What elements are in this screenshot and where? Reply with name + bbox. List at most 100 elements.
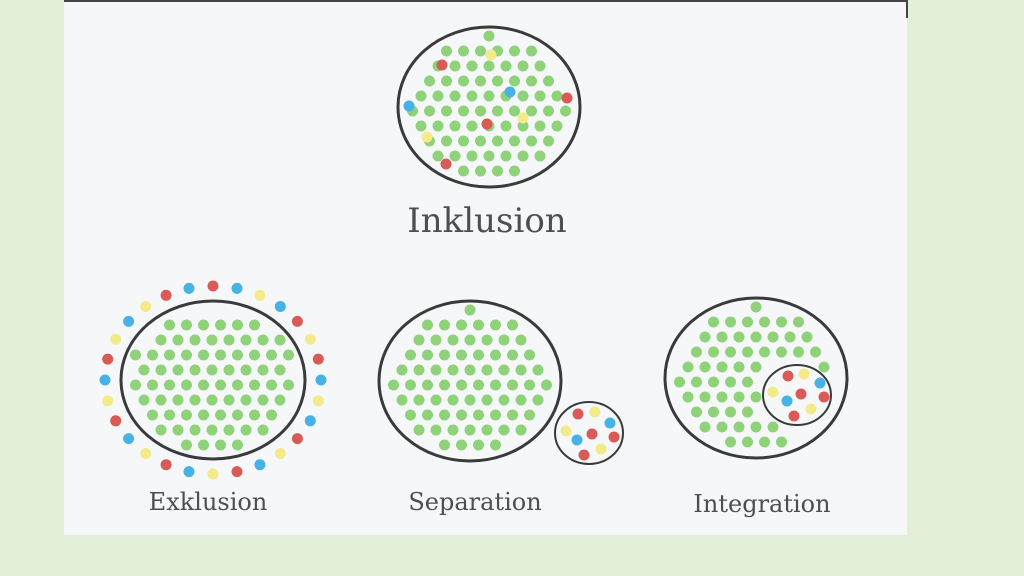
- majority-dot: [551, 120, 563, 132]
- blue-dot: [183, 282, 195, 294]
- separation-small-circle: [554, 401, 624, 465]
- majority-dot: [458, 165, 469, 177]
- majority-dot: [181, 379, 192, 391]
- red-dot: [291, 433, 303, 445]
- majority-dot: [767, 331, 779, 343]
- majority-dot: [708, 346, 719, 358]
- majority-dot: [532, 394, 544, 406]
- majority-dot: [466, 120, 478, 132]
- majority-dot: [466, 60, 478, 72]
- majority-dot: [490, 379, 501, 391]
- majority-dot: [430, 364, 442, 376]
- majority-dot: [543, 105, 554, 117]
- majority-dot: [155, 424, 167, 436]
- majority-dot: [458, 135, 469, 147]
- exclusion-diagram: Exklusion: [99, 280, 327, 516]
- majority-dot: [249, 349, 260, 361]
- majority-dot: [422, 409, 433, 421]
- majority-dot: [725, 406, 736, 418]
- majority-dot: [449, 120, 461, 132]
- inclusion-label: Inklusion: [407, 201, 566, 241]
- majority-dot: [138, 394, 150, 406]
- majority-dot: [534, 150, 546, 162]
- majority-dot: [223, 334, 235, 346]
- majority-dot: [396, 364, 408, 376]
- blue-dot: [403, 100, 415, 112]
- majority-dot: [475, 165, 486, 177]
- majority-dot: [691, 376, 702, 388]
- majority-dot: [767, 421, 779, 433]
- majority-dot: [215, 439, 226, 451]
- red-dot: [795, 388, 807, 400]
- majority-dot: [424, 75, 435, 87]
- majority-dot: [155, 334, 167, 346]
- red-dot: [586, 428, 598, 440]
- majority-dot: [147, 379, 158, 391]
- blue-dot: [604, 417, 616, 429]
- majority-dot: [759, 436, 770, 448]
- majority-dot: [432, 120, 444, 132]
- blue-dot: [504, 86, 516, 98]
- majority-dot: [507, 409, 518, 421]
- majority-dot: [483, 150, 495, 162]
- majority-dot: [164, 319, 175, 331]
- majority-dot: [490, 319, 501, 331]
- majority-dot: [473, 439, 484, 451]
- majority-dot: [147, 409, 158, 421]
- majority-dot: [507, 319, 518, 331]
- majority-dot: [424, 105, 435, 117]
- majority-dot: [422, 319, 433, 331]
- red-dot: [291, 315, 303, 327]
- majority-dot: [699, 331, 711, 343]
- majority-dot: [206, 424, 218, 436]
- majority-dot: [725, 436, 736, 448]
- yellow-dot: [767, 386, 779, 398]
- majority-dot: [274, 394, 286, 406]
- majority-dot: [507, 379, 518, 391]
- majority-dot: [515, 394, 527, 406]
- majority-dot: [274, 334, 286, 346]
- majority-dot: [415, 120, 427, 132]
- majority-dot: [498, 364, 510, 376]
- majority-dot: [441, 135, 452, 147]
- majority-dot: [708, 316, 719, 328]
- majority-dot: [524, 349, 535, 361]
- majority-dot: [456, 409, 467, 421]
- majority-dot: [172, 394, 184, 406]
- majority-dot: [498, 424, 510, 436]
- majority-dot: [138, 364, 150, 376]
- majority-dot: [441, 75, 452, 87]
- majority-dot: [439, 439, 450, 451]
- majority-dot: [483, 60, 495, 72]
- majority-dot: [449, 150, 461, 162]
- majority-dot: [189, 364, 201, 376]
- yellow-dot: [274, 448, 286, 459]
- majority-dot: [441, 105, 452, 117]
- majority-dot: [818, 361, 830, 373]
- majority-dot: [526, 105, 537, 117]
- majority-dot: [810, 346, 821, 358]
- majority-dot: [155, 364, 167, 376]
- majority-dot: [733, 361, 745, 373]
- majority-dot: [232, 439, 243, 451]
- majority-dot: [422, 349, 433, 361]
- majority-dot: [456, 439, 467, 451]
- majority-dot: [473, 349, 484, 361]
- majority-dot: [266, 349, 277, 361]
- majority-dot: [742, 316, 753, 328]
- majority-dot: [481, 424, 493, 436]
- majority-dot: [223, 424, 235, 436]
- majority-dot: [249, 319, 260, 331]
- inclusion-dots: [403, 30, 573, 177]
- red-dot: [788, 410, 800, 422]
- majority-dot: [475, 45, 486, 57]
- majority-dot: [716, 361, 728, 373]
- majority-dot: [750, 421, 762, 433]
- red-dot: [102, 353, 114, 365]
- majority-dot: [509, 165, 520, 177]
- majority-dot: [422, 379, 433, 391]
- yellow-dot: [312, 395, 324, 407]
- majority-dot: [500, 120, 512, 132]
- majority-dot: [526, 75, 537, 87]
- majority-dot: [725, 346, 736, 358]
